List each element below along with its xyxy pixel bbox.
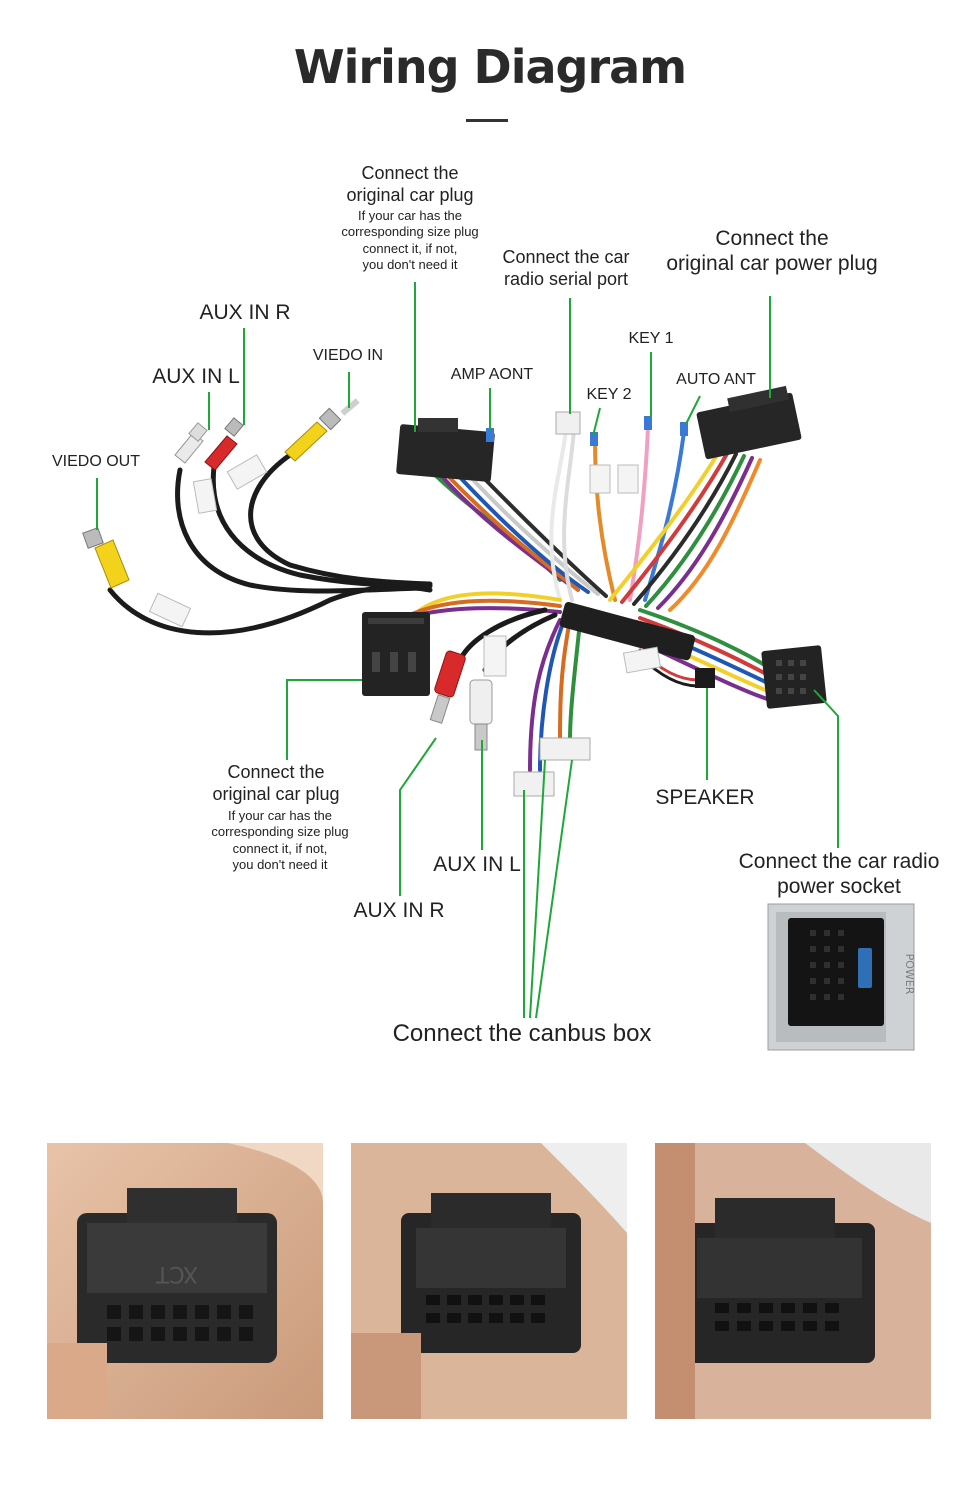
label-viedo-in: VIEDO IN [312, 347, 384, 364]
label-auto-ant: AUTO ANT [676, 371, 756, 388]
rca-plugs-bottom [429, 650, 493, 751]
label-aux-in-r-bottom: AUX IN R [353, 899, 445, 922]
label-speaker: SPEAKER [655, 786, 755, 809]
amp-terminal [486, 428, 494, 442]
label-amp-aont: AMP AONT [450, 366, 534, 383]
label-key2: KEY 2 [586, 386, 632, 403]
canbus-connectors [513, 737, 591, 797]
label-key1: KEY 1 [628, 330, 674, 347]
label-aux-in-l-top: AUX IN L [152, 365, 240, 388]
title-underline [466, 119, 508, 122]
label-aux-in-r-top: AUX IN R [199, 301, 291, 324]
connector-photo-2 [351, 1143, 627, 1419]
key1-terminal [644, 416, 652, 430]
power-side-text: POWER [903, 954, 916, 995]
leader-lines [96, 282, 839, 1019]
power-plug [696, 385, 802, 460]
serial-connector [555, 411, 581, 435]
label-viedo-out: VIEDO OUT [51, 453, 140, 470]
cable-tags [148, 454, 662, 677]
right-socket-plug [761, 645, 827, 709]
harness-wires [107, 426, 772, 772]
label-canbus: Connect the canbus box [392, 1020, 652, 1047]
connector-photo-3 [655, 1143, 931, 1419]
inline-module [559, 602, 696, 661]
key2-terminal [590, 432, 598, 446]
speaker-connector [695, 668, 715, 688]
label-aux-in-l-bottom: AUX IN L [433, 853, 521, 876]
connector-photo-1: XCT [47, 1143, 323, 1419]
wiring-harness-diagram: POWER [82, 282, 916, 1051]
auto-ant-terminal [680, 422, 688, 436]
rca-plugs-top [82, 398, 360, 589]
connector-logo-text: XCT [155, 1261, 198, 1286]
top-center-plug [396, 418, 495, 482]
radio-power-socket-photo: POWER [767, 903, 916, 1051]
bottom-left-plug [362, 612, 430, 696]
page-title: Wiring Diagram [293, 40, 687, 94]
